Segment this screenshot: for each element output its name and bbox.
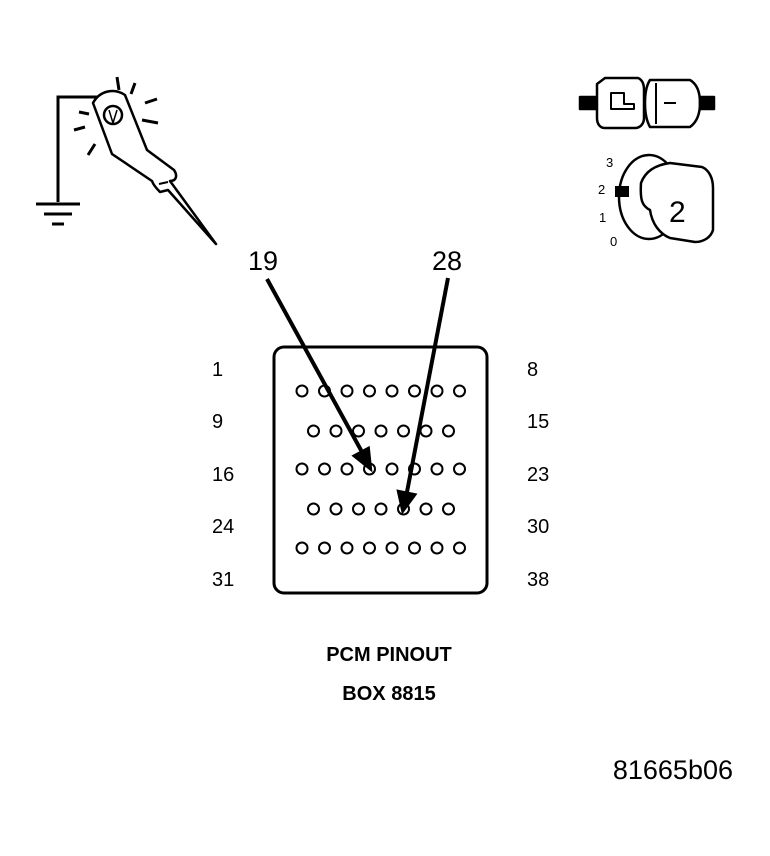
- pin-16: [295, 462, 309, 476]
- pin-38: [453, 541, 466, 555]
- pin-1: [295, 384, 309, 398]
- pin-9: [307, 424, 320, 438]
- caption-title: PCM PINOUT: [326, 644, 452, 666]
- pin-3: [340, 384, 354, 398]
- arrowhead-pin-28: [396, 489, 418, 515]
- pin-22: [430, 462, 444, 476]
- pin-29: [419, 502, 433, 516]
- row-label-right-4: 30: [527, 516, 549, 538]
- row-label-right-2: 15: [527, 411, 549, 433]
- callout-pin-28: 28: [432, 246, 462, 276]
- row-label-left-3: 16: [212, 464, 234, 486]
- pin-23: [453, 462, 466, 476]
- row-label-right-1: 8: [527, 359, 538, 381]
- row-label-left-1: 1: [212, 359, 223, 381]
- pin-25: [329, 502, 343, 516]
- disconnected-connector-icon: [578, 76, 716, 130]
- test-light-probe-icon: [73, 76, 218, 246]
- pin-7: [430, 384, 444, 398]
- key-position-0: 0: [610, 234, 617, 249]
- pin-30: [442, 502, 455, 516]
- pin-5: [385, 384, 399, 398]
- ignition-key-icon: 3 2 1 0 2: [598, 153, 715, 249]
- pin-15: [442, 424, 455, 438]
- row-label-left-4: 24: [212, 516, 234, 538]
- callout-arrows: [265, 277, 450, 515]
- pin-array: [295, 384, 466, 555]
- pin-6: [408, 384, 421, 398]
- pin-24: [307, 502, 320, 516]
- key-position-3: 3: [606, 155, 613, 170]
- ground-symbol-icon: [36, 95, 100, 226]
- key-position-1: 1: [599, 210, 606, 225]
- row-label-left-2: 9: [212, 411, 223, 433]
- arrow-to-pin-19: [265, 278, 364, 453]
- pin-27: [374, 502, 388, 516]
- arrowhead-pin-19: [351, 445, 373, 473]
- pin-8: [453, 384, 466, 398]
- row-label-right-3: 23: [527, 464, 549, 486]
- row-label-right-5: 38: [527, 569, 549, 591]
- pin-11: [352, 424, 365, 438]
- pin-20: [385, 462, 399, 476]
- key-position-2: 2: [598, 182, 605, 197]
- pin-12: [374, 424, 388, 438]
- pin-26: [352, 502, 365, 516]
- pin-10: [329, 424, 343, 438]
- pin-36: [408, 541, 421, 555]
- pin-18: [340, 462, 354, 476]
- pin-32: [318, 541, 331, 555]
- pcm-connector-body: [272, 345, 489, 595]
- pin-37: [430, 541, 444, 555]
- key-selected-position: 2: [669, 196, 686, 229]
- pin-31: [295, 541, 309, 555]
- row-label-left-5: 31: [212, 569, 234, 591]
- figure-id: 81665b06: [613, 755, 733, 785]
- pin-14: [419, 424, 433, 438]
- pin-4: [363, 384, 376, 398]
- pin-17: [318, 462, 331, 476]
- callout-pin-19: 19: [248, 246, 278, 276]
- pin-13: [397, 424, 410, 438]
- pin-33: [340, 541, 354, 555]
- pin-34: [363, 541, 376, 555]
- arrow-to-pin-28: [405, 277, 450, 493]
- caption-box-number: BOX 8815: [342, 683, 435, 705]
- pin-35: [385, 541, 399, 555]
